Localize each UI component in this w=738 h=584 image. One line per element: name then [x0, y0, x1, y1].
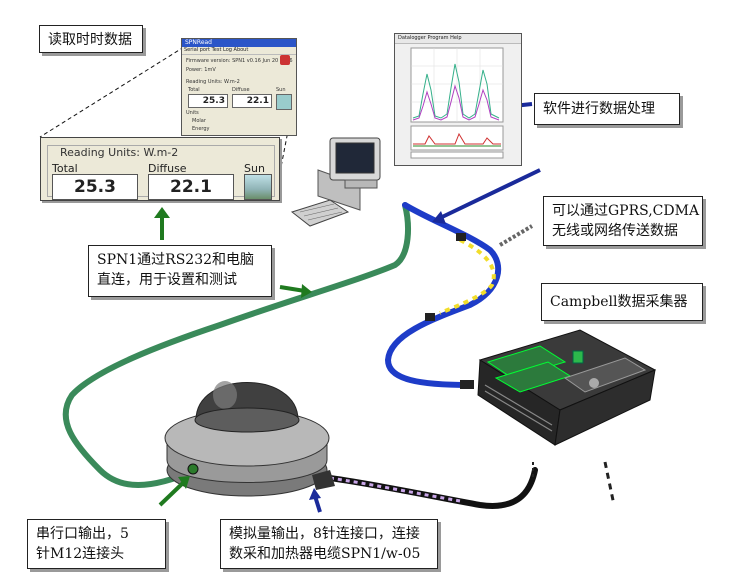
callout-campbell: Campbell数据采集器 [541, 283, 703, 321]
callout-gprs-line1: 可以通过GPRS,CDMA [552, 203, 700, 219]
spnread-window: SPNRead Serial port Test Log About Firmw… [181, 38, 297, 136]
reading-units-small: Reading Units: W.m-2 [186, 79, 240, 85]
callout-analog-line1: 模拟量输出，8针连接口，连接 [229, 526, 420, 542]
power-text: Power: 1mV [186, 67, 216, 73]
reading-units-title: Reading Units: W.m-2 [58, 146, 181, 159]
sun-status-icon [244, 174, 272, 200]
software-window: Datalogger Program Help [394, 33, 522, 166]
callout-analog-line2: 数采和加热器电缆SPN1/w-05 [229, 546, 421, 562]
units-label: Units [186, 110, 199, 116]
logger-connector [460, 380, 474, 389]
sun-label: Sun [244, 162, 265, 175]
logger-lead-right [603, 461, 616, 506]
reading-group: Reading Units: W.m-2 Total Diffuse Sun 2… [47, 145, 275, 200]
reading-panel: Reading Units: W.m-2 Total Diffuse Sun 2… [40, 137, 280, 201]
blue-network-cable [384, 202, 502, 388]
sun-icon-small [276, 94, 292, 110]
total-value-small: 25.3 [188, 94, 228, 108]
zoom-leader-left [39, 46, 185, 138]
green-arrow-serial [158, 476, 190, 507]
callout-gprs-line2: 无线或网络传送数据 [552, 223, 678, 239]
callout-software: 软件进行数据处理 [534, 93, 680, 125]
diffuse-value: 22.1 [148, 174, 234, 200]
callout-realtime: 读取时时数据 [39, 25, 143, 53]
diffuse-value-small: 22.1 [232, 94, 272, 108]
software-graph [410, 47, 504, 159]
purple-stripe [329, 476, 461, 503]
yellow-stripe [439, 238, 496, 315]
spn1-sensor [164, 381, 335, 497]
callout-campbell-text: Campbell数据采集器 [550, 294, 688, 310]
callout-serial-line2: 针M12连接头 [36, 546, 125, 562]
callout-software-text: 软件进行数据处理 [543, 101, 655, 117]
campbell-logger [477, 329, 657, 446]
total-label: Total [52, 162, 78, 175]
total-value: 25.3 [52, 174, 138, 200]
software-tabs[interactable]: Datalogger Program Help [395, 34, 521, 44]
callout-serial: 串行口输出，5 针M12连接头 [27, 519, 166, 569]
spnread-titlebar: SPNRead [182, 39, 296, 47]
blue-arrow-gprs [432, 168, 541, 224]
callout-serial-line1: 串行口输出，5 [36, 526, 129, 542]
callout-rs232-line1: SPN1通过RS232和电脑 [97, 252, 255, 268]
diffuse-label-small: Diffuse [232, 87, 250, 93]
callout-realtime-text: 读取时时数据 [48, 32, 132, 48]
green-arrow-right [279, 284, 312, 298]
cable-connector-2 [425, 313, 435, 321]
callout-analog: 模拟量输出，8针连接口，连接 数采和加热器电缆SPN1/w-05 [220, 519, 438, 569]
cable-connector-1 [456, 233, 466, 241]
callout-gprs: 可以通过GPRS,CDMA 无线或网络传送数据 [543, 196, 703, 246]
callout-rs232-line2: 直连，用于设置和测试 [97, 272, 237, 288]
antenna [498, 224, 534, 247]
callout-rs232: SPN1通过RS232和电脑 直连，用于设置和测试 [88, 245, 272, 297]
green-arrow-up [154, 207, 170, 240]
diffuse-label: Diffuse [148, 162, 187, 175]
alert-icon [280, 55, 290, 65]
green-rs232-cable [62, 202, 411, 488]
spnread-menu[interactable]: Serial port Test Log About [182, 47, 296, 55]
blue-arrow-analog [309, 488, 322, 513]
sun-label-small: Sun [276, 87, 286, 93]
black-analog-cable [327, 467, 538, 509]
molar-option[interactable]: Molar [192, 118, 206, 124]
firmware-text: Firmware version: SPN1 v0.16 Jun 20 2006 [186, 58, 293, 64]
energy-option[interactable]: Energy [192, 126, 210, 132]
total-label-small: Total [188, 87, 200, 93]
pc-computer [290, 137, 381, 227]
